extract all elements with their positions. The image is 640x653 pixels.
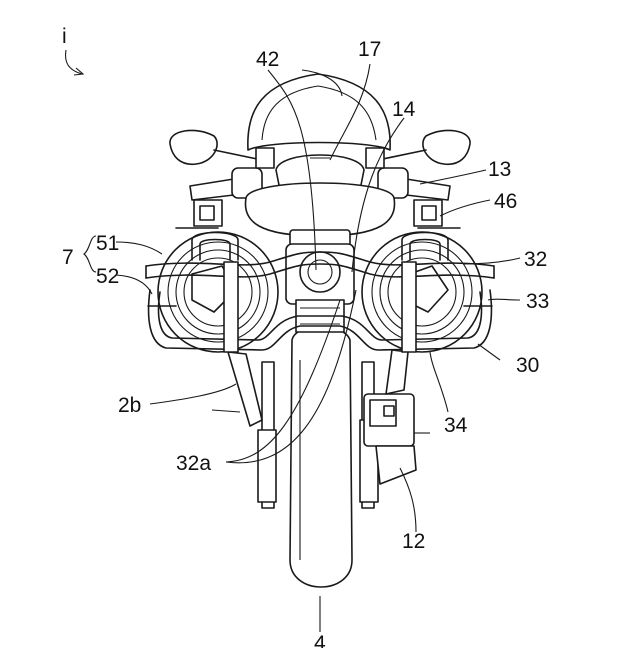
label-14: 14 [392, 98, 416, 121]
headlight-right [361, 231, 483, 353]
label-32a: 32a [176, 452, 211, 475]
side-fairing-left [227, 351, 263, 427]
label-32: 32 [524, 248, 547, 271]
label-52: 52 [96, 265, 119, 288]
label-33: 33 [526, 290, 549, 313]
aux-mount-right [413, 199, 461, 229]
front-tire [289, 325, 353, 588]
corner-arrow-head [73, 67, 85, 76]
aux-mount-left [175, 199, 223, 229]
label-42: 42 [256, 48, 279, 71]
label-46: 46 [494, 190, 517, 213]
headlight-left [157, 231, 279, 353]
guard-hoop-left [191, 231, 239, 353]
side-fairing-right [385, 349, 409, 395]
figure-corner-label: i [62, 25, 67, 48]
mirror-left [169, 129, 263, 166]
label-30: 30 [516, 354, 539, 377]
corner-arrow [64, 49, 83, 75]
bracket-7 [83, 235, 97, 273]
leader-lines [83, 63, 521, 632]
guard-hoop-right [401, 231, 449, 353]
label-13: 13 [488, 158, 511, 181]
label-51: 51 [96, 232, 119, 255]
windscreen [247, 73, 391, 151]
footpeg-left [211, 409, 241, 413]
label-17: 17 [358, 38, 381, 61]
guard-bar-lower [147, 289, 493, 351]
label-34: 34 [444, 414, 468, 437]
label-7: 7 [62, 246, 74, 269]
label-4: 4 [314, 632, 326, 648]
label-12: 12 [402, 530, 425, 553]
label-2b: 2b [118, 394, 141, 417]
headlight-cowl [244, 154, 396, 237]
handlebar-left [189, 147, 275, 201]
mirror-right [377, 129, 471, 166]
